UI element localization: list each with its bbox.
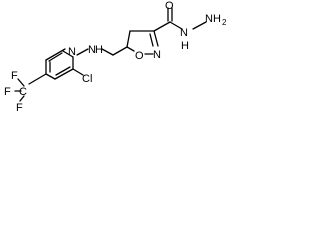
atom-o-isoxazole: O (135, 50, 144, 62)
atom-c-cf3: C (19, 86, 27, 98)
bond-c5-cf3 (28, 73, 47, 85)
bond-ch2-c5iso (112, 46, 128, 56)
bond-c5-c4 (45, 73, 56, 80)
bond-cf3-f-top (17, 78, 25, 87)
bond-c5iso-c4iso (126, 30, 131, 48)
atom-h-amine: H (95, 44, 103, 56)
atom-nh2: NH (205, 13, 221, 25)
atom-labels: N N H Cl F F C F O N O N H NH 2 (4, 0, 227, 114)
atom-o-carbonyl: O (165, 0, 174, 12)
bond-cf3-f-bottom (19, 95, 25, 102)
atom-f-bottom: F (16, 102, 23, 114)
atom-n-hydrazide: N (180, 27, 188, 39)
bond-c3-cl (72, 68, 84, 76)
atom-n-pyridine: N (68, 46, 76, 58)
bond-c3iso-n (153, 30, 159, 47)
bond-n1-c2 (62, 50, 74, 58)
bond-c2-c3-double (48, 52, 63, 62)
atom-nh2-subscript: 2 (222, 18, 227, 27)
bond-c2-nh (76, 48, 89, 56)
bond-o-c5iso (126, 46, 135, 52)
bond-c6-c5-double (55, 66, 71, 76)
bond-nh-nh2 (192, 21, 207, 30)
atom-h-hydrazide: H (181, 40, 189, 52)
atom-n-isoxazole: N (153, 49, 161, 61)
atom-f-left: F (4, 86, 11, 98)
atom-cl: Cl (82, 73, 92, 85)
atom-n-amine: N (88, 44, 96, 56)
bond-c6-c5 (54, 68, 74, 80)
bond-carbonyl-nh (169, 21, 183, 30)
bond-c2-c3-inner (45, 48, 66, 61)
bond-c3iso-carbonyl (153, 21, 171, 32)
bond-nh-ch2 (101, 48, 114, 56)
chemical-structure: N N H Cl F F C F O N O N H NH 2 (4, 0, 227, 114)
bonds (14, 7, 207, 102)
bond-c3iso-n-double (149, 33, 154, 47)
atom-f-top: F (11, 70, 18, 82)
